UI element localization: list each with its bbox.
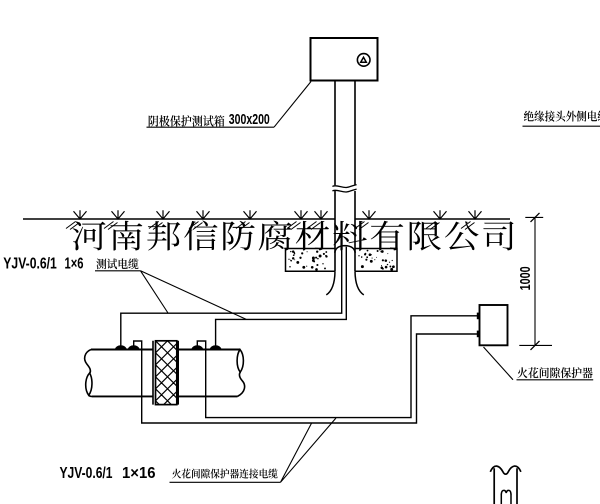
svg-text:300x200: 300x200 (229, 111, 270, 128)
svg-text:YJV-0.6/1: YJV-0.6/1 (3, 255, 57, 272)
svg-text:1×16: 1×16 (122, 465, 156, 482)
svg-text:1000: 1000 (517, 266, 534, 290)
svg-text:1×6: 1×6 (65, 255, 84, 272)
svg-text:YJV-0.6/1: YJV-0.6/1 (60, 465, 113, 482)
